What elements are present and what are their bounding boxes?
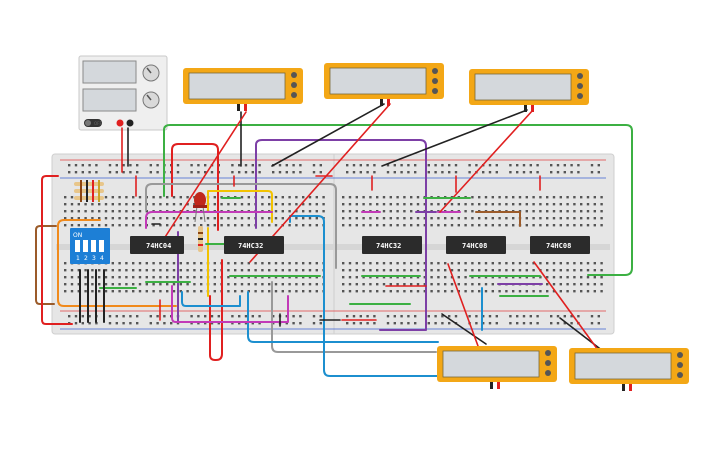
resistor-icon[interactable] (74, 180, 203, 252)
chip-label: 74HC08 (462, 242, 487, 250)
multimeter-bottom-2[interactable] (569, 348, 689, 391)
chip-label: 74HC32 (376, 242, 401, 250)
dip-on-label: ON (73, 232, 82, 239)
chip-label: 74HC08 (546, 242, 571, 250)
chip-74hc32-1[interactable]: 74HC32 (224, 236, 284, 254)
dip-number-2: 2 (84, 255, 88, 262)
dip-switch[interactable]: ON 1 2 3 4 (70, 228, 110, 264)
chip-label: 74HC04 (146, 242, 171, 250)
dip-toggle-2[interactable] (83, 240, 88, 252)
dip-toggle-4[interactable] (99, 240, 104, 252)
chip-74hc32-2[interactable]: 74HC32 (362, 236, 422, 254)
chip-74hc08-1[interactable]: 74HC08 (446, 236, 506, 254)
wires (35, 103, 633, 377)
dip-toggle-3[interactable] (91, 240, 96, 252)
led-icon[interactable] (193, 192, 207, 223)
chip-74hc04[interactable]: 74HC04 (130, 236, 184, 254)
chip-label: 74HC32 (238, 242, 263, 250)
multimeter-bottom-1[interactable] (437, 346, 557, 389)
dip-number-1: 1 (76, 255, 80, 262)
dip-number-4: 4 (100, 255, 104, 262)
multimeter-top-1[interactable] (183, 68, 303, 111)
chip-74hc08-2[interactable]: 74HC08 (530, 236, 590, 254)
power-switch-label: OFF (94, 121, 102, 126)
multimeter-top-2[interactable] (324, 63, 444, 106)
power-supply[interactable]: OFF (78, 55, 168, 131)
dip-toggle-1[interactable] (75, 240, 80, 252)
dip-number-3: 3 (92, 255, 96, 262)
multimeter-top-3[interactable] (469, 69, 589, 112)
